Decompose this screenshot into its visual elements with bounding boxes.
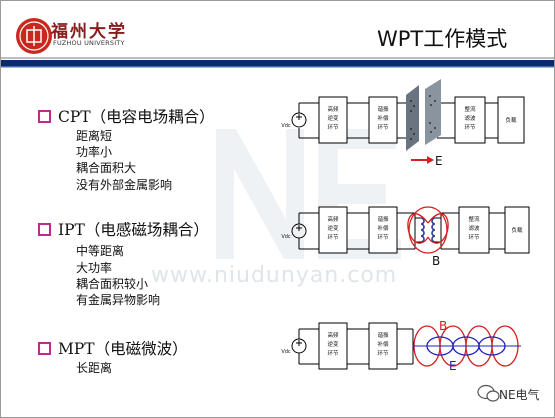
block-label: 补偿 (377, 114, 389, 122)
block-label: 环节 (464, 123, 476, 131)
bullet-marker (38, 223, 51, 236)
bullet-marker (38, 342, 51, 355)
block-label: 环节 (377, 349, 389, 357)
slide-title: WPT工作模式 (377, 27, 508, 51)
block-label: 滤波 (464, 114, 476, 122)
b-field-label: B (432, 254, 440, 268)
b-field-label: B (439, 319, 447, 333)
block-label: 高频 (327, 331, 339, 339)
ne-watermark-logo (216, 129, 401, 259)
block-label: 环节 (377, 123, 389, 131)
block-label: 高频 (327, 105, 339, 113)
e-field-label: E (449, 359, 457, 373)
block-label: 环节 (327, 233, 339, 241)
block-label: 整流 (464, 105, 476, 113)
section-ipt-item: 耦合面积较小 (76, 277, 149, 291)
e-field-label: E (435, 154, 443, 168)
section-cpt-title: CPT（电容电场耦合） (58, 108, 215, 126)
header-graphics (1, 18, 554, 68)
dc-source-icon (291, 112, 307, 128)
block-label: 环节 (327, 349, 339, 357)
block-label: 负载 (511, 226, 523, 234)
dc-source-icon (291, 338, 307, 354)
block-label: 整流 (468, 215, 480, 223)
section-cpt-item: 距离短 (76, 129, 113, 143)
section-cpt-item: 没有外部金属影响 (76, 178, 173, 192)
mpt-diagram (291, 322, 414, 370)
section-ipt-item: 有金属异物影响 (76, 293, 161, 307)
block-label: 逆变 (327, 224, 339, 232)
source-credit: NE电气 (499, 388, 540, 402)
capacitor-plates-icon (406, 79, 441, 151)
block-label: 高频 (327, 215, 339, 223)
block-label: 滤波 (468, 224, 480, 232)
vdc-label: Vdc (281, 234, 291, 240)
dc-source-icon (291, 223, 307, 239)
section-ipt-item: 大功率 (76, 261, 113, 275)
block-label: 环节 (377, 233, 389, 241)
section-mpt-item: 长距离 (76, 361, 113, 375)
block-label: 谐振 (377, 215, 389, 223)
vdc-label: Vdc (281, 123, 291, 129)
block-label: 环节 (327, 123, 339, 131)
block-label: 补偿 (377, 340, 389, 348)
section-cpt-item: 耦合面积大 (76, 161, 137, 175)
coupled-coils-icon (407, 206, 449, 254)
section-mpt-title: MPT（电磁微波） (58, 340, 188, 358)
block-label: 谐振 (377, 331, 389, 339)
header-band (1, 60, 554, 66)
section-ipt-title: IPT（电感磁场耦合） (58, 221, 209, 239)
wechat-icon (477, 384, 500, 402)
university-name-en: FUZHOU UNIVERSITY (53, 39, 125, 47)
em-wave-icon (413, 325, 521, 367)
block-label: 逆变 (327, 340, 339, 348)
section-ipt-item: 中等距离 (76, 244, 125, 258)
bullet-marker (38, 110, 51, 123)
ipt-diagram (291, 206, 530, 254)
cpt-diagram (291, 96, 525, 144)
block-label: 负载 (505, 116, 517, 124)
university-name-cn: 福州大学 (51, 22, 127, 42)
vdc-label: Vdc (281, 349, 291, 355)
block-label: 补偿 (377, 224, 389, 232)
block-label: 环节 (468, 233, 480, 241)
section-cpt-item: 功率小 (76, 145, 113, 159)
block-label: 谐振 (377, 105, 389, 113)
block-label: 逆变 (327, 114, 339, 122)
watermark-url: www.niudunyan.com (151, 263, 398, 288)
